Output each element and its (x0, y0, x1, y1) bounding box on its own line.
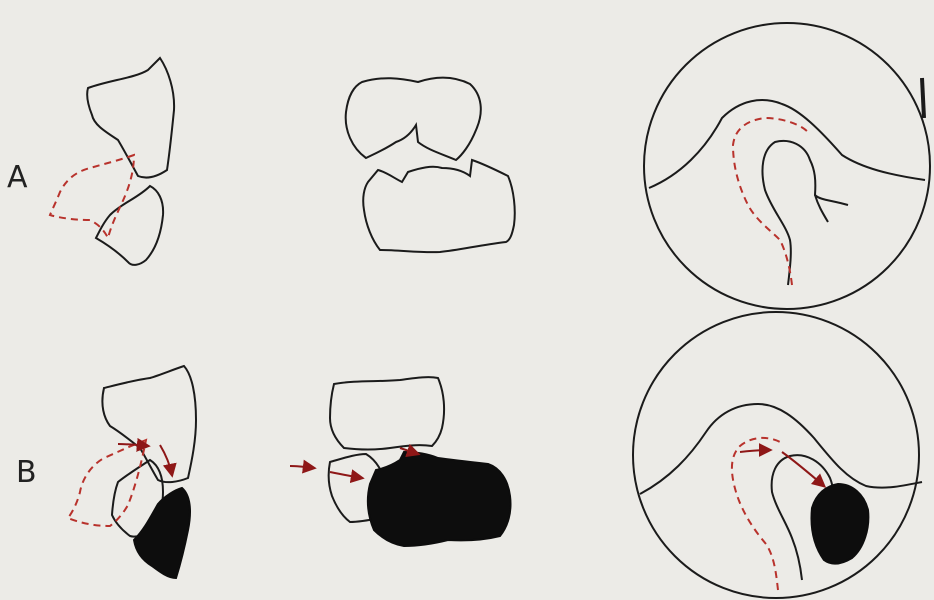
arrow-b-2 (160, 445, 172, 475)
upper-block-a (346, 78, 481, 160)
dashed-outline-a (50, 155, 134, 238)
arrow-b-7 (782, 452, 824, 486)
lower-bone-a (96, 186, 163, 265)
upper-bone-a (87, 58, 174, 178)
dashed-outline-circle-b (732, 438, 780, 590)
circle-edge-mark-a (922, 78, 924, 118)
lower-block-a (363, 160, 515, 252)
arrow-b-6 (740, 450, 770, 452)
displaced-fragment-b (368, 452, 511, 546)
arrow-b-3 (290, 466, 314, 468)
arrow-b-4 (330, 472, 362, 478)
row-a-frontal-view (346, 78, 515, 252)
surface-curve-b (640, 404, 922, 494)
row-b-magnified-circle (633, 312, 922, 598)
avulsed-fragment-b (812, 484, 869, 564)
inner-bone-a (762, 141, 848, 285)
upper-block-b (330, 377, 444, 449)
row-a-magnified-circle (644, 23, 930, 309)
row-b-frontal-view (290, 377, 511, 546)
fracture-fragment-b (134, 488, 190, 578)
dashed-outline-b (68, 440, 146, 526)
upper-bone-b (102, 366, 196, 482)
row-b-lateral-view (68, 366, 196, 578)
row-a-lateral-view (50, 58, 174, 265)
surface-curve-a (649, 100, 925, 188)
